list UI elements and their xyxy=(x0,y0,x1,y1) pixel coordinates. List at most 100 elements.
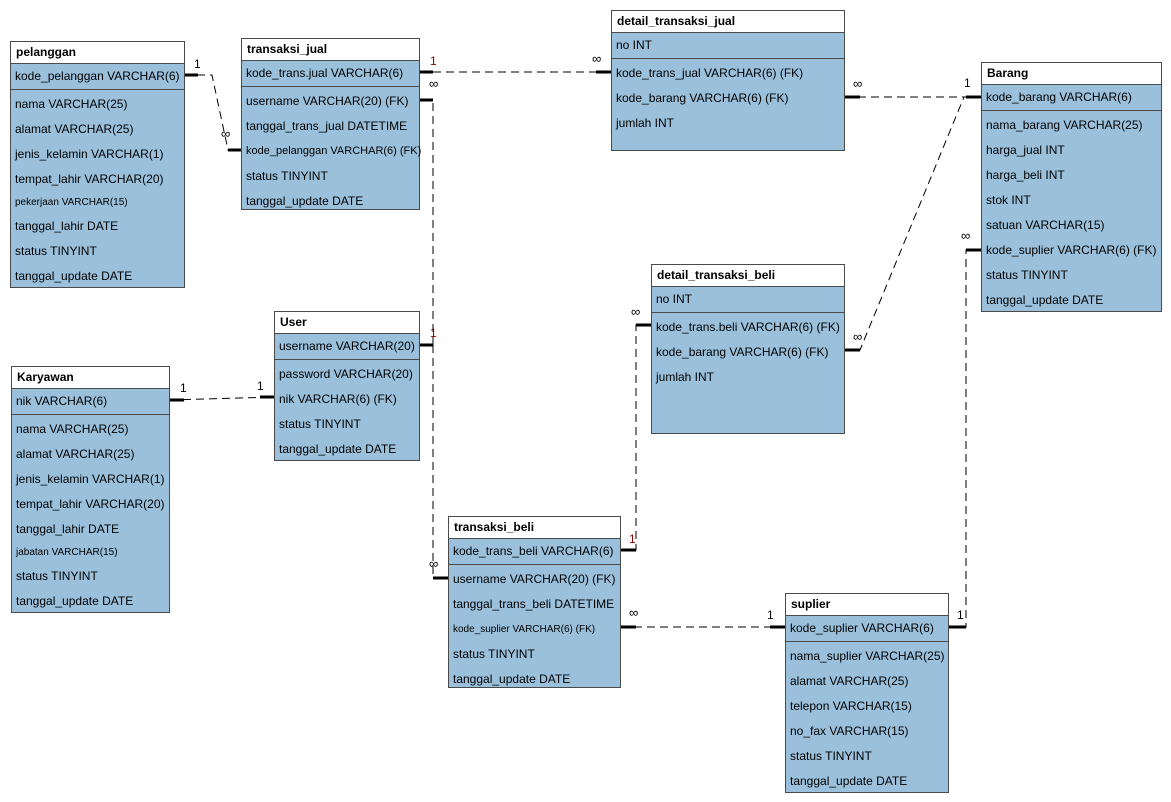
table-title: detail_transaksi_jual xyxy=(612,11,844,33)
primary-key-field: no INT xyxy=(612,33,844,59)
table-field: kode_barang VARCHAR(6) (FK) xyxy=(616,91,789,105)
rel-barang-detail-beli xyxy=(845,96,982,351)
table-pelanggan[interactable]: pelanggan kode_pelanggan VARCHAR(6) nama… xyxy=(10,41,185,288)
primary-key-field: kode_pelanggan VARCHAR(6) xyxy=(11,64,184,90)
cardinality-one-label: 1 xyxy=(767,608,774,622)
table-field: status TINYINT xyxy=(790,749,872,763)
table-field: jenis_kelamin VARCHAR(1) xyxy=(15,147,164,161)
table-field: kode_trans_jual VARCHAR(6) (FK) xyxy=(616,66,804,80)
rel-suplier-barang xyxy=(949,249,982,628)
table-field: status TINYINT xyxy=(986,268,1068,282)
table-field: password VARCHAR(20) xyxy=(279,367,413,381)
table-field: nama VARCHAR(25) xyxy=(15,97,128,111)
rel-transaksi-beli-detail-beli xyxy=(621,324,652,551)
table-field: tanggal_update DATE xyxy=(246,194,364,208)
table-field: tanggal_update DATE xyxy=(790,774,908,788)
cardinality-many-label: ∞ xyxy=(853,329,863,344)
cardinality-one-label: 1 xyxy=(957,608,964,622)
cardinality-many-label: ∞ xyxy=(592,51,602,66)
table-field: jabatan VARCHAR(15) xyxy=(16,547,118,558)
table-field: nik VARCHAR(6) (FK) xyxy=(279,392,397,406)
table-field: status TINYINT xyxy=(246,169,328,183)
primary-key-field: nik VARCHAR(6) xyxy=(12,389,169,415)
cardinality-one-label: 1 xyxy=(430,54,437,68)
table-karyawan[interactable]: Karyawan nik VARCHAR(6) nama VARCHAR(25)… xyxy=(11,366,170,613)
table-field: jenis_kelamin VARCHAR(1) xyxy=(16,472,165,486)
primary-key-field: no INT xyxy=(652,287,844,313)
table-title: pelanggan xyxy=(11,42,184,64)
table-field: telepon VARCHAR(15) xyxy=(790,699,912,713)
table-field: status TINYINT xyxy=(453,647,535,661)
table-title: Barang xyxy=(982,63,1161,85)
table-user[interactable]: User username VARCHAR(20) password VARCH… xyxy=(274,311,420,461)
table-transaksi-jual[interactable]: transaksi_jual kode_trans.jual VARCHAR(6… xyxy=(241,38,422,210)
table-title: transaksi_jual xyxy=(242,39,419,61)
cardinality-one-label: 1 xyxy=(180,381,187,395)
cardinality-one-label: 1 xyxy=(629,532,636,546)
table-field: satuan VARCHAR(15) xyxy=(986,218,1105,232)
table-field: tanggal_lahir DATE xyxy=(16,522,120,536)
table-field: stok INT xyxy=(986,193,1031,207)
table-title: User xyxy=(275,312,419,334)
table-field: no_fax VARCHAR(15) xyxy=(790,724,909,738)
cardinality-one-label: 1 xyxy=(257,379,264,393)
cardinality-many-label: ∞ xyxy=(961,228,971,243)
table-field: nama_suplier VARCHAR(25) xyxy=(790,649,945,663)
table-title: detail_transaksi_beli xyxy=(652,265,844,287)
table-field: tanggal_trans_jual DATETIME xyxy=(246,119,408,133)
table-field: harga_jual INT xyxy=(986,143,1065,157)
primary-key-field: kode_trans_beli VARCHAR(6) xyxy=(449,539,620,565)
cardinality-many-label: ∞ xyxy=(629,605,639,620)
table-detail-transaksi-beli[interactable]: detail_transaksi_beli no INT kode_trans.… xyxy=(651,264,845,434)
cardinality-many-label: ∞ xyxy=(631,304,641,319)
primary-key-field: kode_barang VARCHAR(6) xyxy=(982,85,1161,111)
rel-pelanggan-transaksi-jual xyxy=(197,74,243,151)
table-field: harga_beli INT xyxy=(986,168,1065,182)
rel-user-transaksi-jual xyxy=(420,99,434,346)
table-field: tanggal_update DATE xyxy=(16,594,134,608)
cardinality-many-label: ∞ xyxy=(853,76,863,91)
table-suplier[interactable]: suplier kode_suplier VARCHAR(6) nama_sup… xyxy=(785,593,949,793)
table-field: nama_barang VARCHAR(25) xyxy=(986,118,1143,132)
table-transaksi-beli[interactable]: transaksi_beli kode_trans_beli VARCHAR(6… xyxy=(448,516,621,688)
table-field: status TINYINT xyxy=(15,244,97,258)
table-field: kode_suplier VARCHAR(6) (FK) xyxy=(986,243,1157,257)
table-field: username VARCHAR(20) (FK) xyxy=(246,94,409,108)
table-field: kode_suplier VARCHAR(6) (FK) xyxy=(453,624,596,635)
table-field: tempat_lahir VARCHAR(20) xyxy=(15,172,164,186)
table-field: alamat VARCHAR(25) xyxy=(790,674,909,688)
table-field: pekerjaan VARCHAR(15) xyxy=(15,197,128,208)
table-field: tanggal_update DATE xyxy=(15,269,133,283)
table-field: tanggal_trans_beli DATETIME xyxy=(453,597,615,611)
table-field: kode_barang VARCHAR(6) (FK) xyxy=(656,345,829,359)
table-field: tanggal_update DATE xyxy=(453,672,571,686)
table-field: username VARCHAR(20) (FK) xyxy=(453,572,616,586)
cardinality-many-label: ∞ xyxy=(429,556,439,571)
cardinality-many-label: ∞ xyxy=(429,76,439,91)
cardinality-one-label: 1 xyxy=(194,57,201,71)
table-detail-transaksi-jual[interactable]: detail_transaksi_jual no INT kode_trans_… xyxy=(611,10,845,151)
rel-karyawan-user xyxy=(169,396,276,401)
table-field: alamat VARCHAR(25) xyxy=(15,122,134,136)
table-field: kode_pelanggan VARCHAR(6) (FK) xyxy=(246,145,422,157)
table-title: Karyawan xyxy=(12,367,169,389)
table-field: jumlah INT xyxy=(616,116,675,130)
table-field: tanggal_update DATE xyxy=(986,293,1104,307)
table-field: tanggal_update DATE xyxy=(279,442,397,456)
table-field: alamat VARCHAR(25) xyxy=(16,447,135,461)
table-field: status TINYINT xyxy=(279,417,361,431)
table-field: jumlah INT xyxy=(656,370,715,384)
table-title: transaksi_beli xyxy=(449,517,620,539)
cardinality-one-label: 1 xyxy=(430,326,437,340)
table-field: tanggal_lahir DATE xyxy=(15,219,119,233)
table-barang[interactable]: Barang kode_barang VARCHAR(6) nama_baran… xyxy=(981,62,1162,312)
table-field: kode_trans.beli VARCHAR(6) (FK) xyxy=(656,320,840,334)
table-title: suplier xyxy=(786,594,948,616)
cardinality-one-label: 1 xyxy=(964,76,971,90)
rel-user-transaksi-beli xyxy=(420,344,449,579)
table-field: nama VARCHAR(25) xyxy=(16,422,129,436)
table-field: status TINYINT xyxy=(16,569,98,583)
cardinality-many-label: ∞ xyxy=(221,126,231,141)
table-field: tempat_lahir VARCHAR(20) xyxy=(16,497,165,511)
